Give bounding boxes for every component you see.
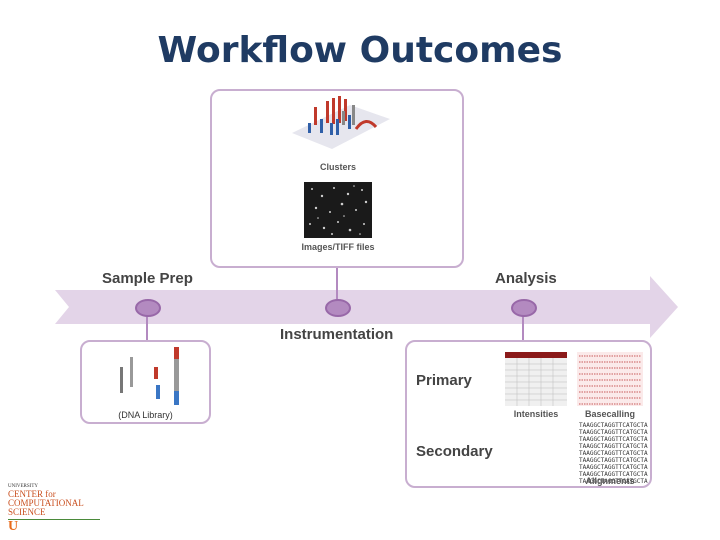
alignment-line: TAAGGCTAGGTTCATGCTA	[579, 422, 648, 429]
intensities-table	[505, 352, 567, 406]
logo-line-science: SCIENCE	[8, 507, 46, 517]
stage-label-instrumentation: Instrumentation	[280, 326, 394, 343]
logo-line-computational: COMPUTATIONAL	[8, 498, 84, 508]
connector-instrumentation	[336, 266, 338, 300]
timeline-node-instrumentation	[325, 299, 351, 317]
alignment-line: TAAGGCTAGGTTCATGCTA	[579, 457, 648, 464]
stage-label-analysis: Analysis	[495, 270, 557, 287]
logo-line-center: CENTER for	[8, 489, 56, 499]
alignment-line: TAAGGCTAGGTTCATGCTA	[579, 478, 648, 485]
basecalling-label: Basecalling	[584, 409, 636, 419]
connector-sample-prep	[146, 312, 148, 342]
alignment-line: TAAGGCTAGGTTCATGCTA	[579, 429, 648, 436]
images-tiff-label: Images/TIFF files	[301, 242, 375, 252]
clusters-label: Clusters	[319, 162, 356, 172]
alignments-label: Alignments	[585, 476, 635, 486]
alignment-line: TAAGGCTAGGTTCATGCTA	[579, 464, 648, 471]
logo-divider	[8, 519, 100, 520]
dna-library-fragments	[120, 347, 179, 405]
analysis-box: Primary Secondary Intensities Basecallin…	[405, 340, 652, 488]
instrumentation-box: Clusters Images/TIFF files	[210, 89, 464, 268]
tiff-image-thumbnail	[304, 182, 372, 238]
alignment-line: TAAGGCTAGGTTCATGCTA	[579, 443, 648, 450]
dna-library-caption: (DNA Library)	[118, 410, 173, 420]
logo-u-mark: U	[8, 519, 19, 534]
connector-analysis	[522, 312, 524, 342]
stage-label-sample-prep: Sample Prep	[102, 270, 193, 287]
center-logo: UNIVERSITY CENTER for COMPUTATIONAL SCIE…	[8, 484, 104, 534]
page-title: Workflow Outcomes	[157, 30, 563, 71]
sample-prep-box: (DNA Library)	[80, 340, 211, 424]
intensities-label: Intensities	[513, 409, 559, 419]
alignment-line: TAAGGCTAGGTTCATGCTA	[579, 471, 648, 478]
primary-label: Primary	[416, 372, 472, 389]
secondary-label: Secondary	[416, 443, 493, 460]
alignment-line: TAAGGCTAGGTTCATGCTA	[579, 436, 648, 443]
timeline-node-sample-prep	[135, 299, 161, 317]
alignment-sequences: TAAGGCTAGGTTCATGCTA TAAGGCTAGGTTCATGCTA …	[579, 422, 649, 485]
logo-university: UNIVERSITY	[8, 484, 38, 489]
timeline-node-analysis	[511, 299, 537, 317]
flowcell-clusters-image	[292, 96, 390, 149]
basecalling-grid	[577, 352, 643, 406]
alignment-line: TAAGGCTAGGTTCATGCTA	[579, 450, 648, 457]
